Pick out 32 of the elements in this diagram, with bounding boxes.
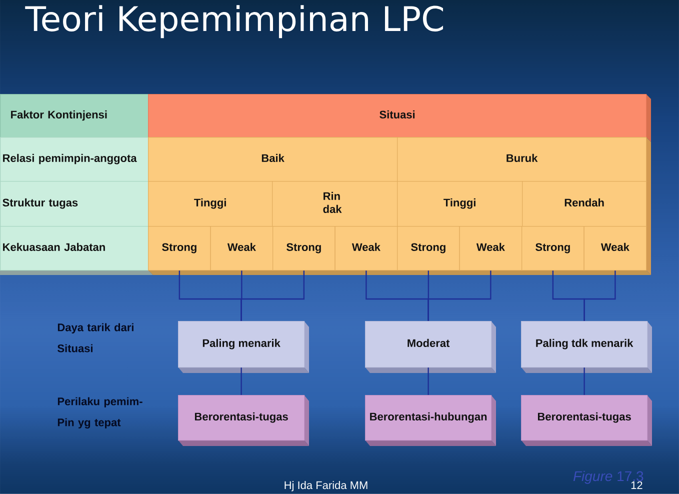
table-cell: Weak (584, 226, 647, 271)
connector-line (240, 270, 305, 321)
page-number: 12 (631, 481, 642, 489)
table-cell: Strong (148, 226, 211, 271)
table-cell: Weak (459, 226, 522, 271)
row-label: Perilaku pemim- Pin yg tepat (58, 397, 142, 428)
raised-box: Paling menarik (178, 321, 309, 373)
slide-title: Teori Kepemimpinan LPC (25, 5, 443, 38)
connector-line (240, 368, 242, 395)
table-cell: Struktur tugas (0, 181, 149, 227)
connector-line (428, 270, 492, 321)
connector-line (428, 368, 429, 395)
footer-text: Hj Ida Farida MM (284, 481, 368, 492)
raised-box: Moderat (365, 321, 496, 373)
connector-line (584, 368, 585, 395)
table-cell: Faktor Kontinjensi (0, 94, 149, 138)
table-cell: Weak (210, 226, 274, 271)
table-cell: Strong (522, 226, 584, 271)
table-cell: Relasi pemimpin-anggota (0, 137, 149, 182)
table-cell: Situasi (148, 94, 647, 138)
table-cell: Strong (272, 226, 336, 271)
raised-box: Berorentasi-hubungan (365, 395, 496, 446)
connector-line (584, 270, 616, 321)
table-cell: Baik (148, 137, 398, 182)
table-cell: Kekuasaan Jabatan (0, 226, 149, 271)
raised-box: Berorentasi-tugas (521, 395, 652, 446)
table-cell: Weak (334, 226, 398, 271)
raised-box: Berorentasi-tugas (178, 395, 309, 446)
row-label: Daya tarik dari Situasi (58, 323, 134, 352)
raised-box: Paling tdk menarik (521, 321, 652, 373)
table-cell: Buruk (397, 137, 647, 182)
table-cell: Strong (397, 226, 460, 271)
